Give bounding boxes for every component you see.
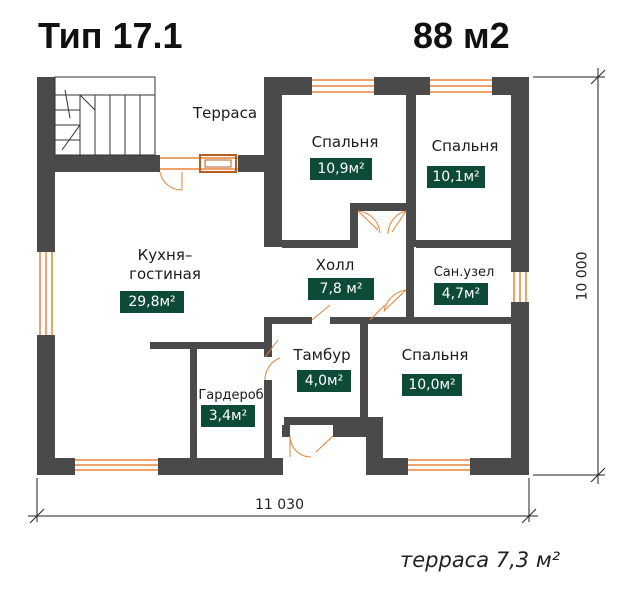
doors [159,171,407,458]
height-dimension: 10 000 [574,251,591,301]
area-badge-bedroom-1: 10,9м² [310,158,372,180]
room-label-bedroom-1: Спальня [311,133,379,151]
walls [37,77,529,475]
area-badge-hall: 7,8 м² [308,278,374,300]
room-label-bedroom-2: Спальня [431,137,499,155]
plan-type-title: Тип 17.1 [38,15,183,56]
terrace-door [199,154,237,173]
area-badge-vestibule: 4,0м² [297,370,351,392]
terrace-area-note: терраса 7,3 м² [400,548,561,572]
total-area-title: 88 м2 [413,15,510,56]
area-badge-wardrobe: 3,4м² [201,405,255,427]
area-badge-bedroom-3: 10,0м² [402,374,462,396]
room-label-kitchen-living: Кухня– гостиная [129,246,201,283]
staircase [54,76,156,156]
room-label-terrace: Терраса [192,104,258,122]
area-badge-bedroom-2: 10,1м² [427,166,485,188]
width-dimension: 11 030 [255,497,304,513]
room-label-wardrobe: Гардероб [198,388,264,403]
room-label-hall: Холл [315,256,355,274]
area-badge-kitchen-living: 29,8м² [120,291,184,313]
room-label-bedroom-3: Спальня [401,346,469,364]
dimension-lines [28,68,606,524]
area-badge-bathroom: 4,7м² [434,283,488,305]
room-label-vestibule: Тамбур [293,346,351,364]
room-label-bathroom: Сан.узел [433,265,495,280]
